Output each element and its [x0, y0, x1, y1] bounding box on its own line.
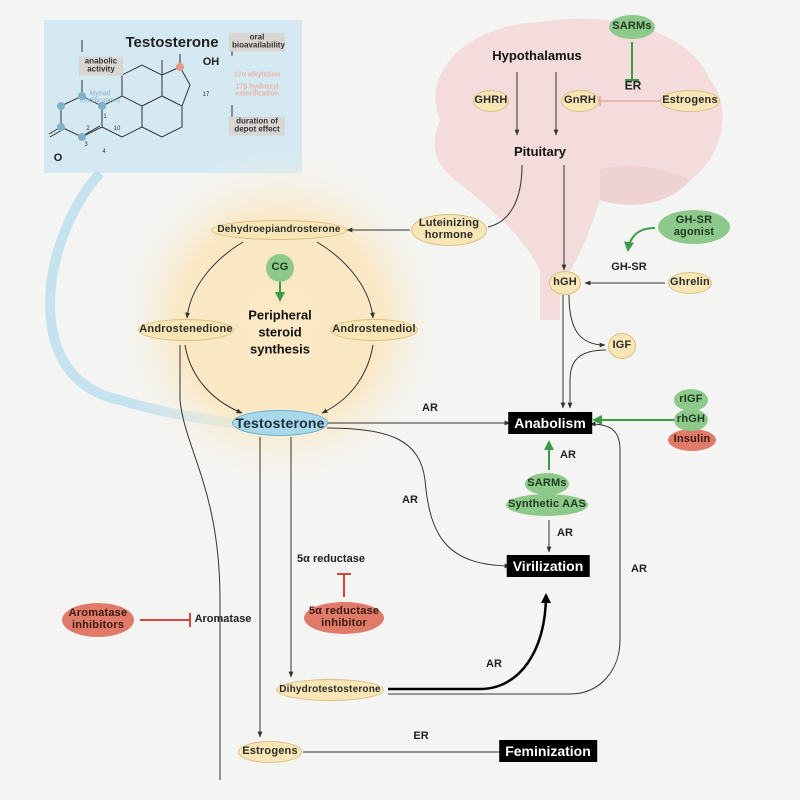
- anabolism-box[interactable]: Anabolism: [508, 412, 592, 434]
- center-line-2: steroid: [258, 324, 302, 340]
- ar-label-sarms: AR: [560, 449, 576, 462]
- aromatase-inhibitors-line-2: inhibitors: [71, 619, 125, 631]
- synthesis-glow: [110, 150, 450, 490]
- estrogens-node-top[interactable]: Estrogens: [660, 90, 720, 112]
- rhgh-node[interactable]: rhGH: [674, 409, 708, 431]
- insulin-node[interactable]: Insulin: [668, 429, 716, 451]
- testosterone-node[interactable]: Testosterone: [232, 410, 328, 436]
- atom-number-17: 17: [202, 91, 210, 98]
- atom-number-1: 1: [103, 113, 107, 120]
- gnrh-node[interactable]: GnRH: [561, 90, 599, 112]
- ghrh-node[interactable]: GHRH: [473, 90, 509, 112]
- ghsr-label: GH-SR: [611, 261, 647, 274]
- peripheral-synthesis-label: Peripheral steroid synthesis: [248, 308, 312, 359]
- estrogens-node-bottom[interactable]: Estrogens: [238, 741, 302, 763]
- synthetic-aas-node[interactable]: Synthetic AAS: [506, 494, 588, 516]
- dht-node[interactable]: Dihydrotestosterone: [276, 679, 384, 701]
- atom-highlights: [57, 63, 184, 141]
- inset-title: Testosterone: [125, 34, 219, 52]
- reductase-inhibitor-line-1: 5α reductase: [308, 605, 380, 618]
- dhea-node[interactable]: Dehydroepiandrosterone: [211, 220, 347, 240]
- center-line-1: Peripheral: [248, 307, 312, 323]
- esterification-label: 17β hydroxyl esterification: [235, 83, 279, 98]
- ghrelin-node[interactable]: Ghrelin: [668, 272, 712, 294]
- atom-number-10: 10: [113, 125, 121, 132]
- myriad-modifications-label: Myriad modifications: [79, 90, 121, 105]
- ghsr-agonist-line-2: agonist: [673, 226, 715, 238]
- androstenedione-node[interactable]: Androstenedione: [138, 319, 234, 341]
- ar-label-anabolism: AR: [422, 402, 438, 415]
- er-label-feminization: ER: [413, 730, 429, 743]
- atom-number-2: 2: [86, 125, 90, 132]
- androstenediol-node[interactable]: Androstenediol: [330, 319, 418, 341]
- pituitary-label: Pituitary: [513, 144, 567, 160]
- reductase-label: 5α reductase: [297, 553, 365, 566]
- ar-label-dht-virilization: AR: [486, 658, 502, 671]
- reductase-inhibitor-line-2: inhibitor: [321, 617, 367, 629]
- ar-label-dht-anabolism: AR: [631, 563, 647, 576]
- oh-label: OH: [202, 56, 220, 69]
- ar-label-virilization: AR: [402, 494, 418, 507]
- sarms-node-top[interactable]: SARMs: [609, 15, 655, 39]
- atom-number-4: 4: [102, 148, 106, 155]
- hypothalamus-label: Hypothalamus: [492, 48, 582, 64]
- center-line-3: synthesis: [250, 341, 310, 357]
- feminization-box[interactable]: Feminization: [499, 740, 597, 762]
- er-label-brain: ER: [624, 78, 642, 93]
- rigf-node[interactable]: rIGF: [674, 389, 708, 411]
- igf-node[interactable]: IGF: [608, 333, 636, 359]
- depot-effect-box: duration of depot effect: [229, 116, 285, 136]
- oral-bioavailability-box: oral bioavailability: [229, 32, 285, 52]
- anabolic-activity-box: anabolic activity: [79, 56, 123, 76]
- atom-number-3: 3: [84, 141, 88, 148]
- ar-label-saas: AR: [557, 527, 573, 540]
- virilization-box[interactable]: Virilization: [506, 555, 590, 577]
- aromatase-label: Aromatase: [194, 613, 252, 626]
- alkylation-label: 17α alkylation: [233, 71, 281, 79]
- lh-line-2: hormone: [424, 229, 474, 241]
- lh-line-1: Luteinizing: [418, 217, 480, 230]
- aromatase-inhibitors-line-1: Aromatase: [68, 607, 128, 620]
- oxygen-label: O: [53, 152, 63, 165]
- ghsr-agonist-line-1: GH-SR: [675, 214, 713, 227]
- hgh-node[interactable]: hGH: [549, 271, 581, 295]
- sarms-node[interactable]: SARMs: [525, 473, 569, 495]
- cg-node[interactable]: CG: [266, 254, 294, 282]
